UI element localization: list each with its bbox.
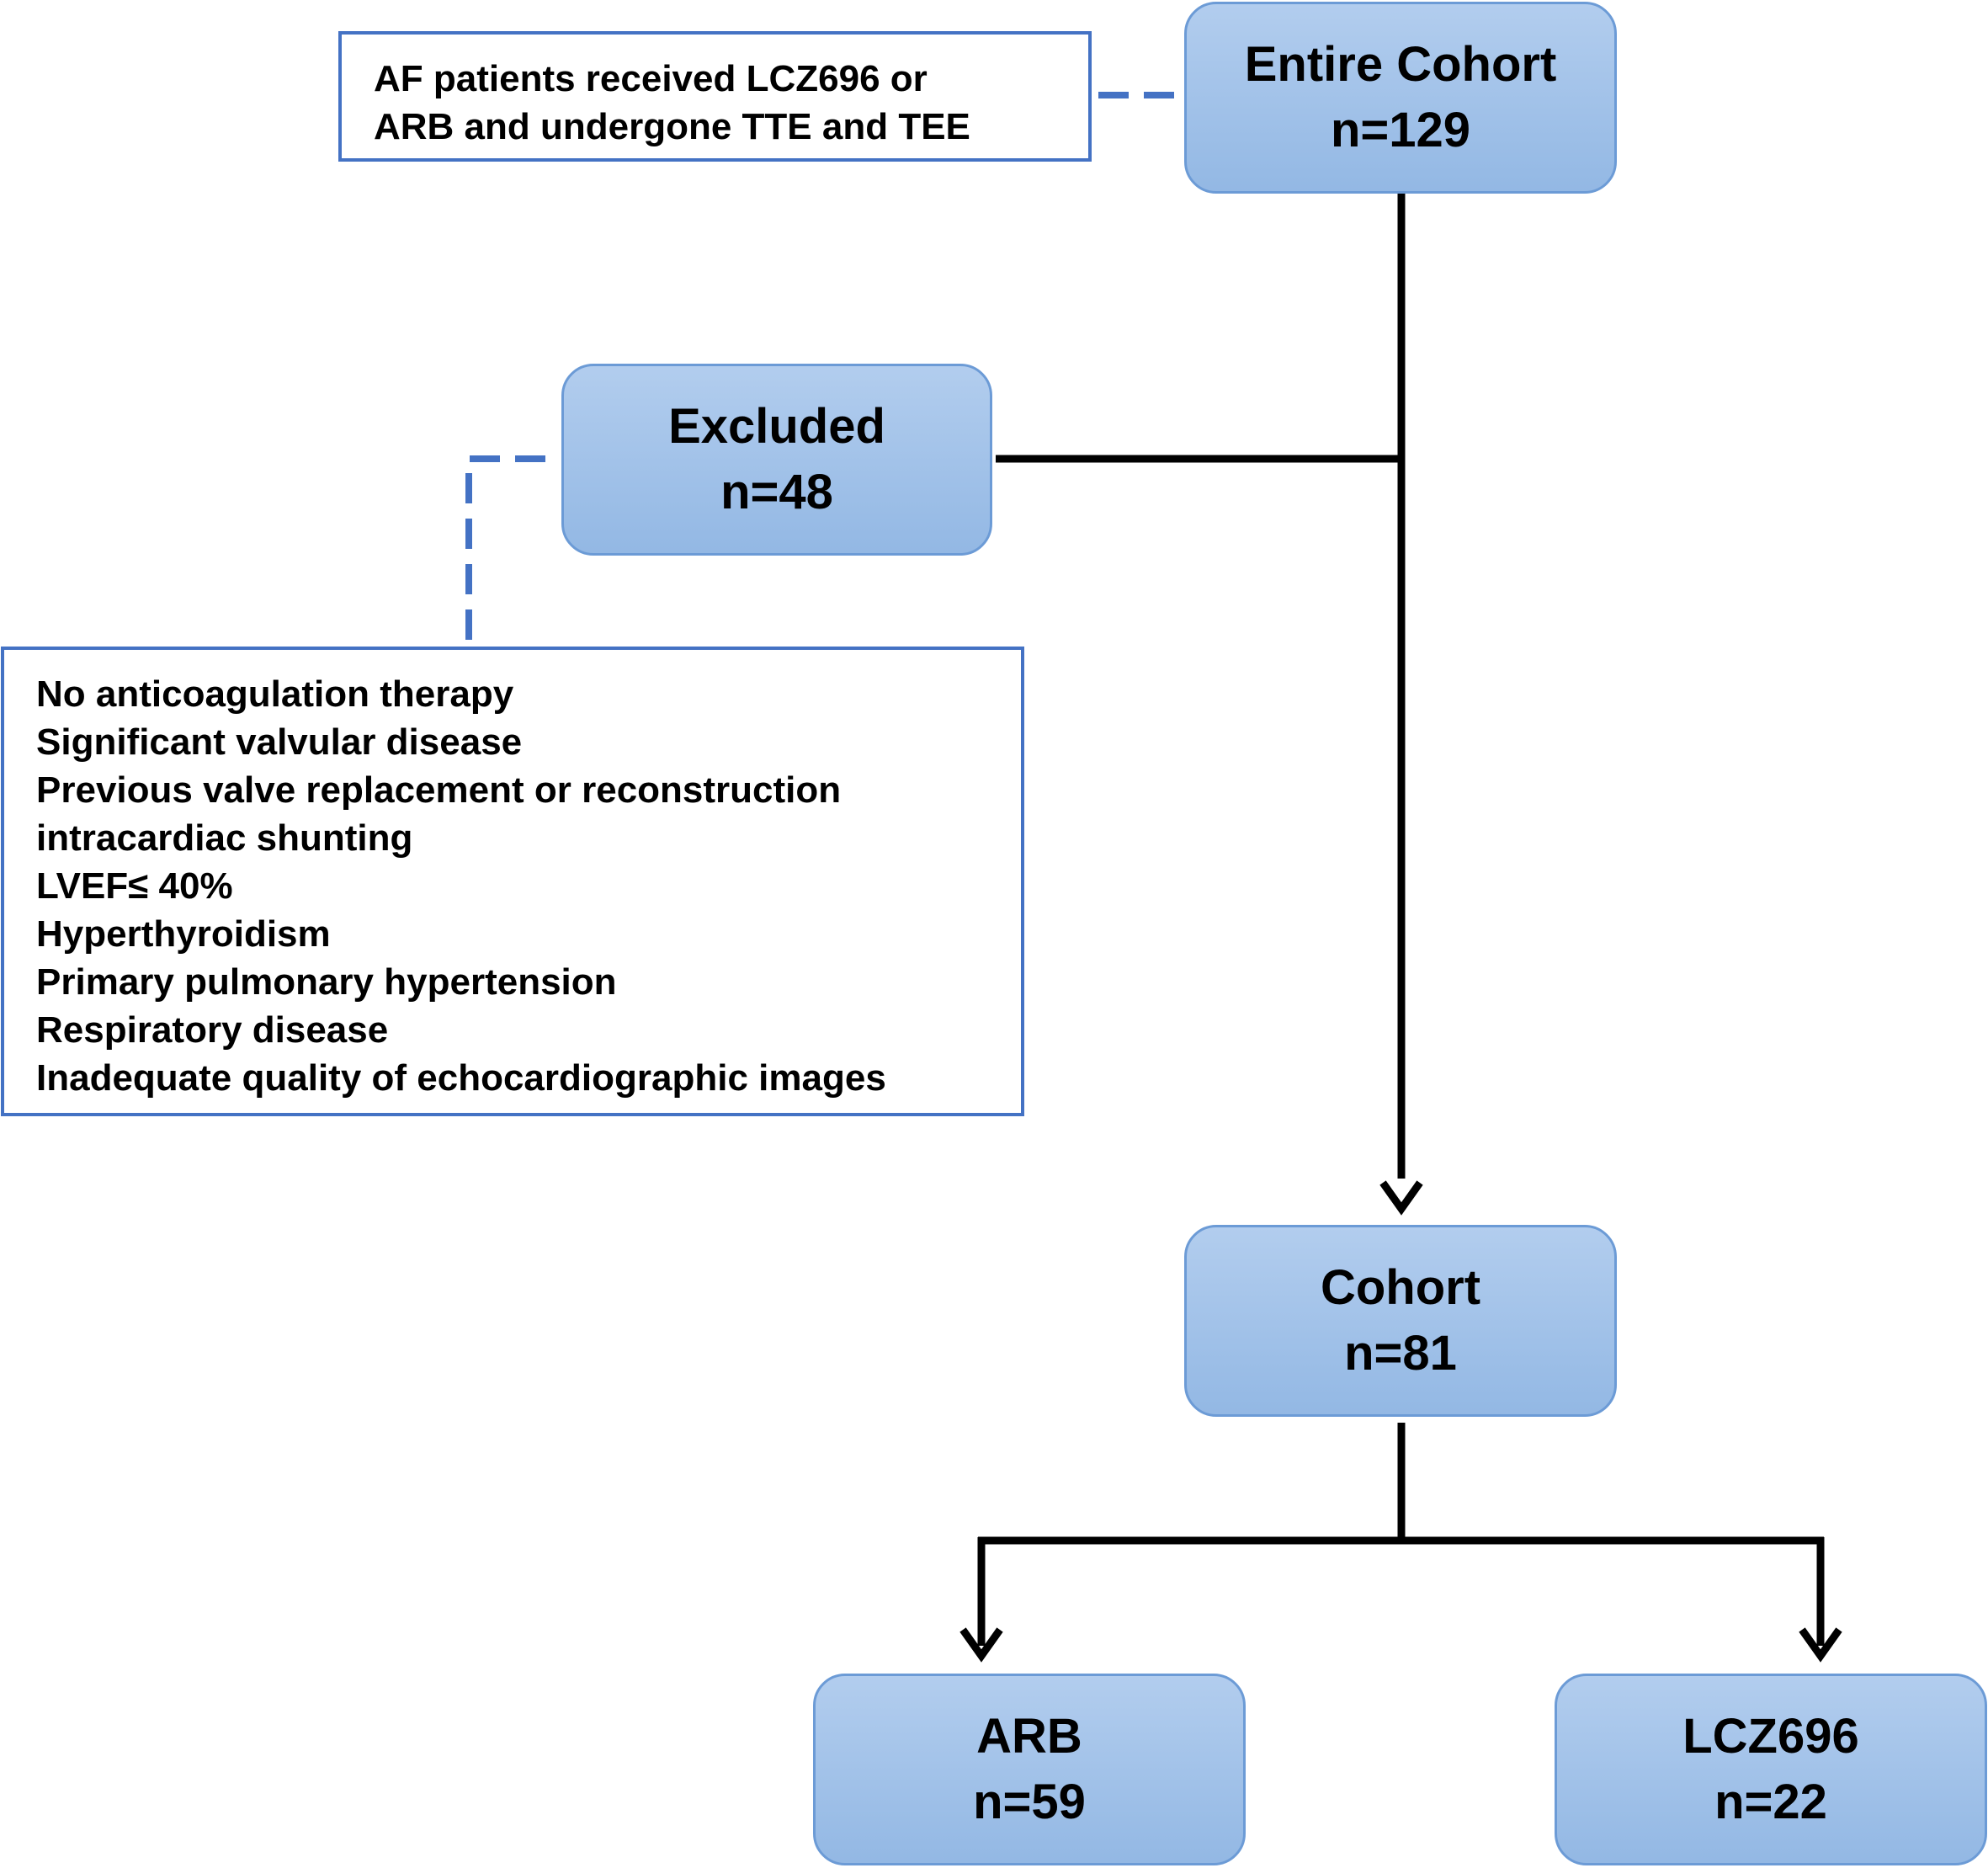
inclusion-note-line: AF patients received LCZ696 or bbox=[374, 58, 928, 99]
entire-cohort-box: Entire Cohort n=129 bbox=[1184, 2, 1617, 194]
arb-title: ARB bbox=[976, 1709, 1082, 1764]
lcz696-box: LCZ696 n=22 bbox=[1555, 1674, 1987, 1865]
dashed-connector-exclusion bbox=[465, 455, 545, 640]
entire-cohort-count: n=129 bbox=[1330, 103, 1471, 157]
exclusion-criteria-box: No anticoagulation therapy Significant v… bbox=[1, 647, 1024, 1116]
exclusion-criterion: Significant valvular disease bbox=[36, 721, 523, 763]
exclusion-criterion: Respiratory disease bbox=[36, 1009, 389, 1051]
exclusion-criterion: LVEF≤ 40% bbox=[36, 865, 233, 907]
arb-box: ARB n=59 bbox=[813, 1674, 1246, 1865]
exclusion-criterion: Inadequate quality of echocardiographic … bbox=[36, 1057, 886, 1099]
lcz696-title: LCZ696 bbox=[1682, 1709, 1859, 1764]
exclusion-criterion: Previous valve replacement or reconstruc… bbox=[36, 769, 842, 811]
lcz696-count: n=22 bbox=[1714, 1775, 1827, 1829]
exclusion-criterion: Primary pulmonary hypertension bbox=[36, 961, 617, 1003]
arb-count: n=59 bbox=[973, 1775, 1086, 1829]
cohort-title: Cohort bbox=[1320, 1260, 1481, 1315]
excluded-count: n=48 bbox=[720, 465, 833, 519]
inclusion-note-line: ARB and undergone TTE and TEE bbox=[374, 106, 970, 147]
arrowhead-lcz696 bbox=[1799, 1627, 1842, 1663]
cohort-count: n=81 bbox=[1344, 1326, 1457, 1381]
arrowhead-arb bbox=[959, 1627, 1003, 1663]
excluded-title: Excluded bbox=[668, 399, 885, 454]
cohort-box: Cohort n=81 bbox=[1184, 1225, 1617, 1417]
arrowhead-cohort bbox=[1379, 1180, 1423, 1216]
exclusion-criterion: intracardiac shunting bbox=[36, 817, 413, 859]
exclusion-criterion: No anticoagulation therapy bbox=[36, 673, 514, 715]
inclusion-note: AF patients received LCZ696 or ARB and u… bbox=[338, 31, 1092, 162]
excluded-box: Excluded n=48 bbox=[561, 364, 992, 556]
exclusion-criterion: Hyperthyroidism bbox=[36, 913, 331, 955]
entire-cohort-title: Entire Cohort bbox=[1244, 37, 1557, 92]
